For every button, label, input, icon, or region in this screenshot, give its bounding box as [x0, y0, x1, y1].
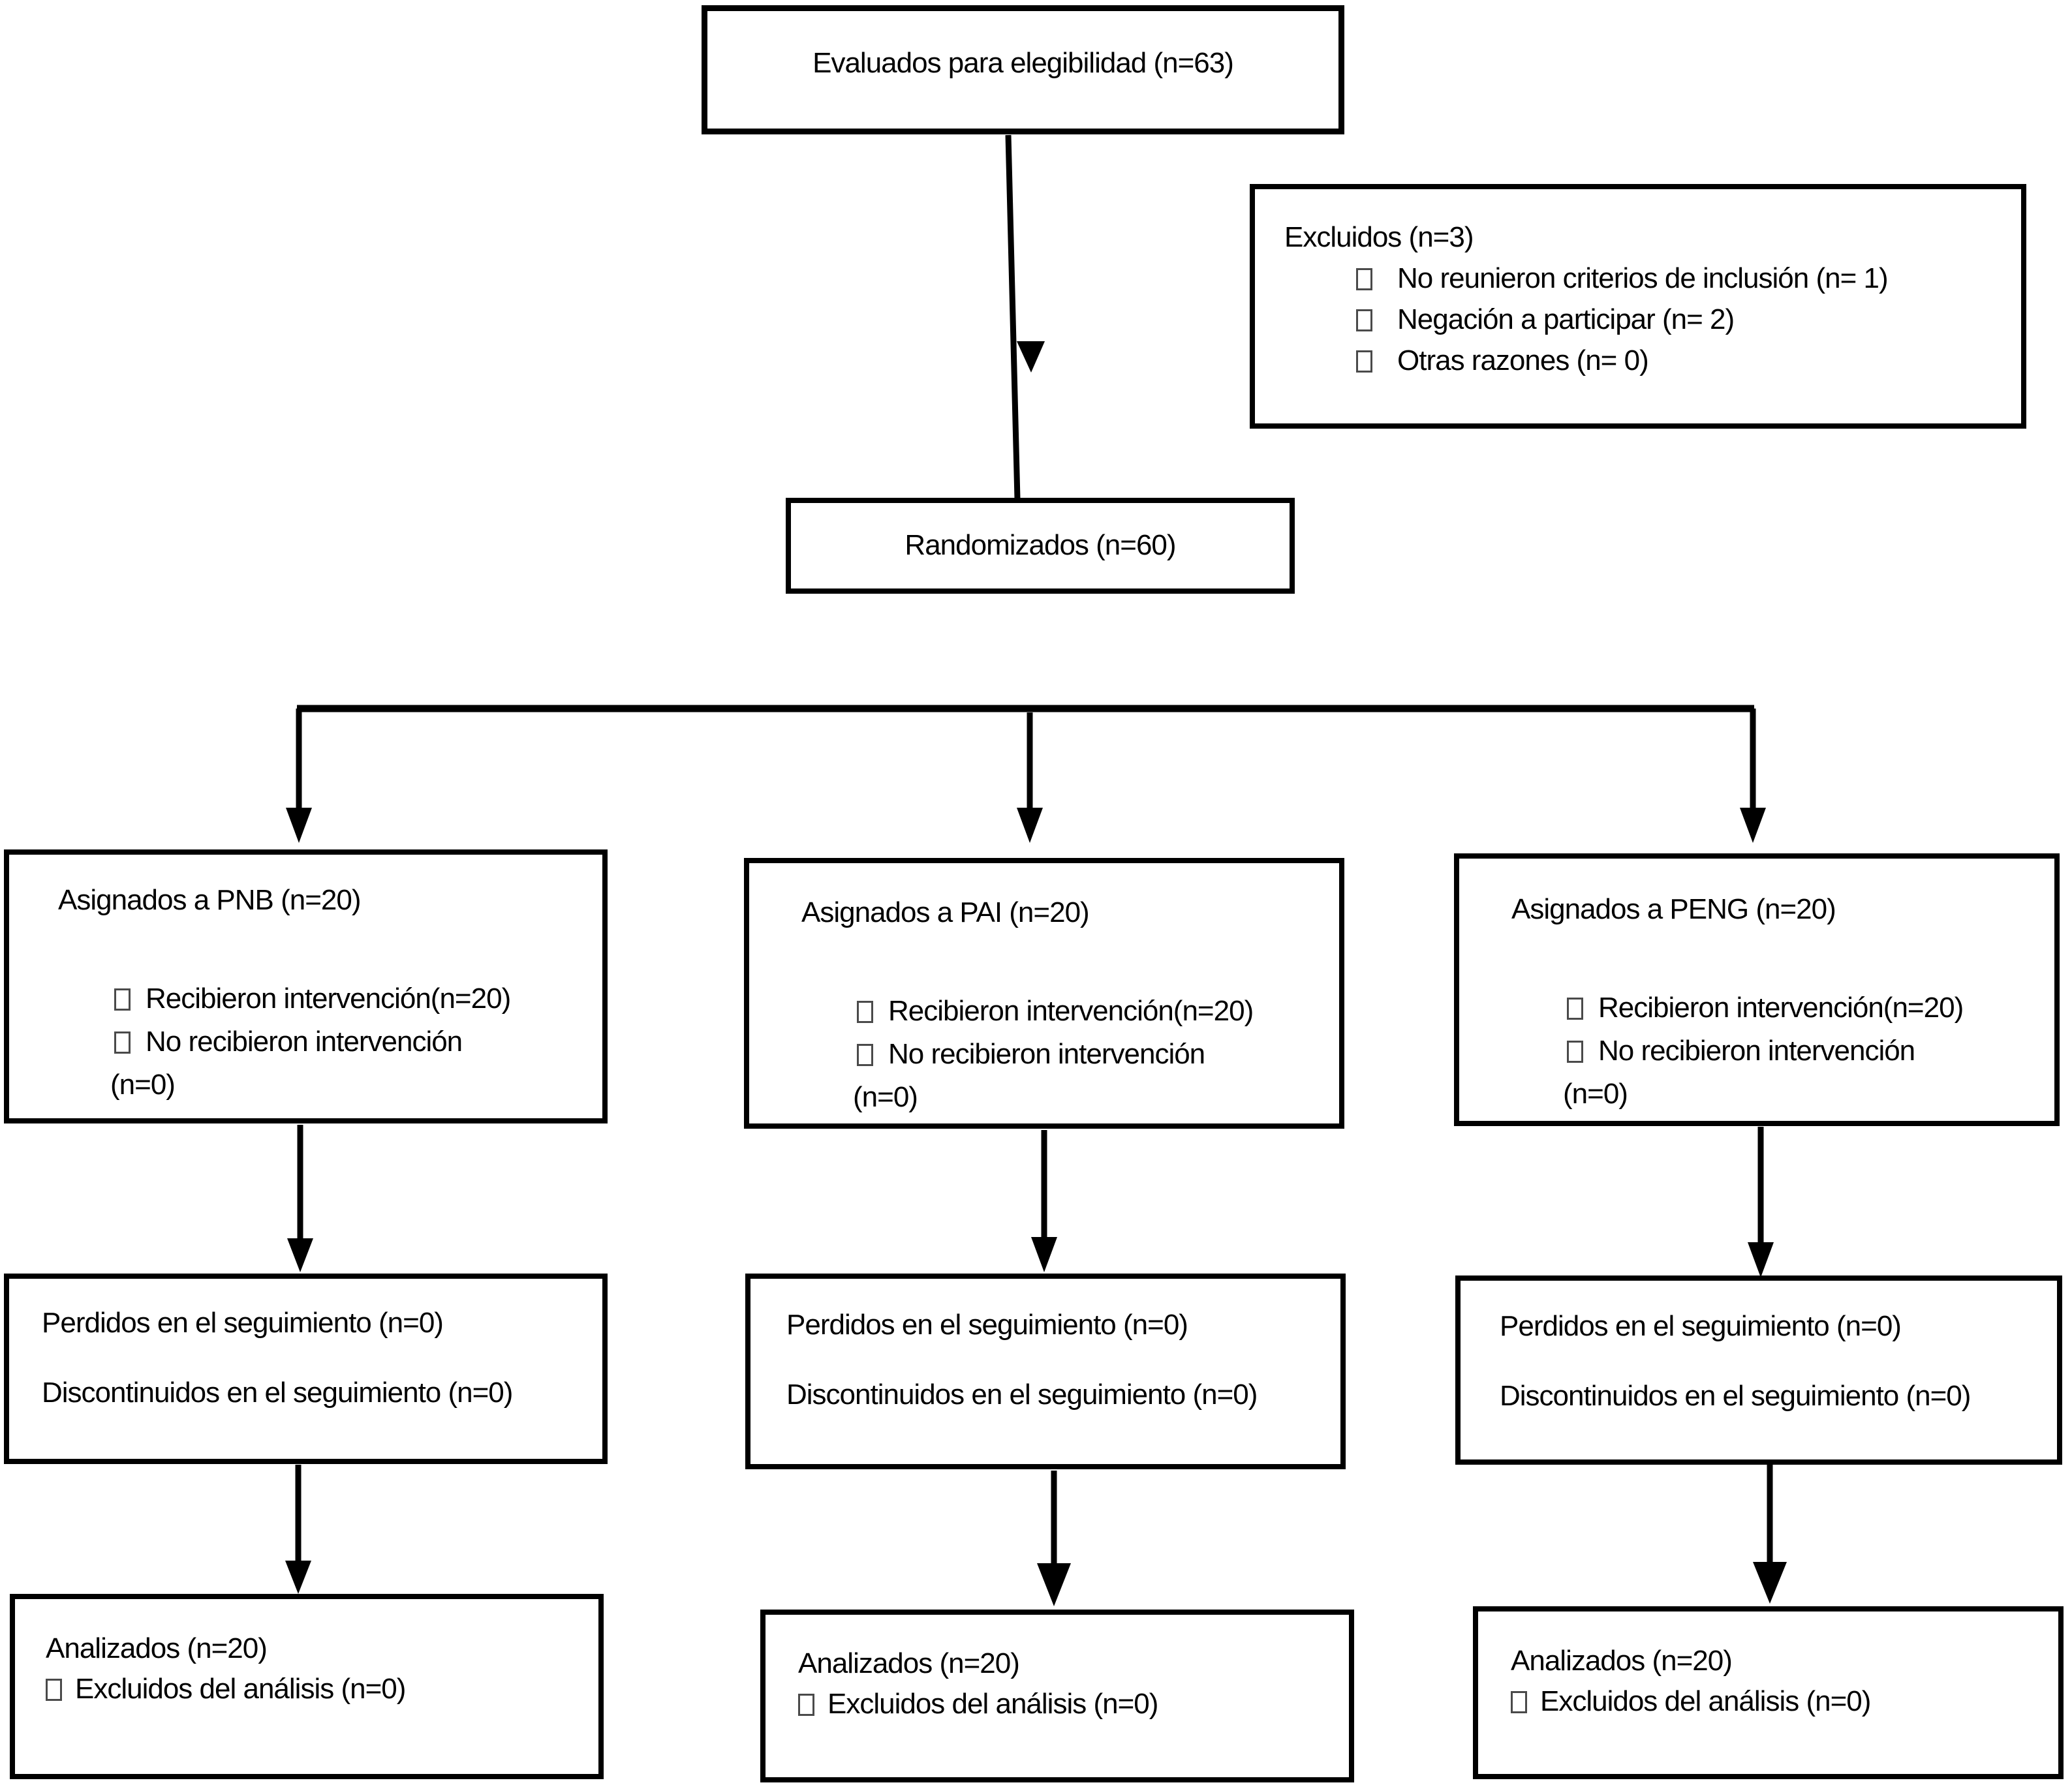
discontinued-label: Discontinuidos en el seguimiento (n=0) [1500, 1380, 1971, 1412]
lost-label: Perdidos en el seguimiento (n=0) [786, 1309, 1188, 1341]
bullet-tofu-icon [857, 1001, 873, 1023]
analyzed-excluded-line: Excluidos del análisis (n=0) [798, 1684, 1340, 1724]
bullet-tofu-icon [46, 1679, 62, 1701]
bullet-tofu-icon [1511, 1691, 1527, 1713]
bullet-tofu-icon [1567, 998, 1583, 1020]
excluded-item-label: Negación a participar (n= 2) [1397, 303, 1735, 335]
assigned-bullet-list: Recibieron intervención(n=20) No recibie… [110, 977, 589, 1107]
arrowhead-branch-right-icon [1740, 808, 1766, 843]
bullet-tofu-icon [1356, 268, 1372, 290]
lost-label: Perdidos en el seguimiento (n=0) [1500, 1310, 1902, 1342]
arrowhead-branch-center-icon [1017, 808, 1043, 843]
assigned-received-line: Recibieron intervención(n=20) [114, 977, 589, 1020]
assigned-box-pai: Asignados a PAI (n=20) Recibieron interv… [744, 858, 1344, 1129]
bullet-tofu-icon [1356, 309, 1372, 331]
not-received-count: (n=0) [1563, 1078, 1628, 1110]
assigned-not-received-line: No recibieron intervención [114, 1020, 589, 1063]
excluded-item-label: No reunieron criterios de inclusión (n= … [1397, 262, 1889, 294]
analyzed-excluded-line: Excluidos del análisis (n=0) [1511, 1681, 2049, 1722]
arrowhead-analyzed-peng-icon [1753, 1562, 1787, 1604]
not-received-count: (n=0) [110, 1069, 176, 1101]
assigned-title: Asignados a PENG (n=20) [1511, 893, 1836, 925]
analyzed-excluded-label: Excluidos del análisis (n=0) [827, 1688, 1158, 1720]
analyzed-label: Analizados (n=20) [798, 1647, 1020, 1679]
excluded-item: No reunieron criterios de inclusión (n= … [1356, 258, 1998, 299]
line-eligibility-to-randomized [1005, 134, 1021, 500]
eligibility-label: Evaluados para elegibilidad (n=63) [812, 47, 1234, 79]
followup-box-pnb: Perdidos en el seguimiento (n=0) Discont… [4, 1274, 608, 1464]
analyzed-box-pnb: Analizados (n=20) Excluidos del análisis… [10, 1594, 604, 1779]
not-received-label: No recibieron intervención [888, 1038, 1205, 1070]
bullet-tofu-icon [1356, 350, 1372, 373]
analyzed-box-pai: Analizados (n=20) Excluidos del análisis… [760, 1610, 1354, 1782]
assigned-received-line: Recibieron intervención(n=20) [857, 990, 1326, 1033]
received-label: Recibieron intervención(n=20) [146, 983, 511, 1015]
arrowhead-branch-left-icon [286, 808, 312, 843]
arrowhead-eligibility-mid-icon [1017, 341, 1045, 373]
assigned-received-line: Recibieron intervención(n=20) [1567, 986, 2041, 1030]
bullet-tofu-icon [1567, 1041, 1583, 1063]
analyzed-label: Analizados (n=20) [46, 1632, 268, 1664]
bullet-tofu-icon [114, 988, 131, 1011]
assigned-not-received-line: No recibieron intervención [1567, 1030, 2041, 1073]
eligibility-box: Evaluados para elegibilidad (n=63) [702, 5, 1344, 134]
not-received-count: (n=0) [853, 1081, 918, 1113]
analyzed-excluded-label: Excluidos del análisis (n=0) [1540, 1685, 1871, 1717]
bullet-tofu-icon [114, 1031, 131, 1054]
assigned-not-received-line: No recibieron intervención [857, 1033, 1326, 1076]
assigned-bullet-list: Recibieron intervención(n=20) No recibie… [1563, 986, 2041, 1116]
followup-box-peng: Perdidos en el seguimiento (n=0) Discont… [1455, 1275, 2062, 1465]
arrowhead-lost-pai-icon [1031, 1237, 1057, 1272]
analyzed-label: Analizados (n=20) [1511, 1645, 1733, 1677]
bullet-tofu-icon [798, 1694, 814, 1716]
received-label: Recibieron intervención(n=20) [1598, 992, 1964, 1024]
assigned-title: Asignados a PAI (n=20) [801, 896, 1090, 928]
excluded-box: Excluidos (n=3) No reunieron criterios d… [1250, 184, 2026, 429]
not-received-label: No recibieron intervención [1598, 1035, 1915, 1067]
not-received-label: No recibieron intervención [146, 1026, 463, 1058]
arrowhead-lost-pnb-icon [287, 1238, 313, 1272]
lost-label: Perdidos en el seguimiento (n=0) [42, 1307, 444, 1339]
discontinued-label: Discontinuidos en el seguimiento (n=0) [786, 1379, 1258, 1411]
assigned-title: Asignados a PNB (n=20) [58, 884, 362, 916]
excluded-title: Excluidos (n=3) [1284, 221, 1474, 253]
arrowhead-analyzed-pai-icon [1037, 1563, 1071, 1606]
arrowhead-analyzed-pnb-icon [285, 1561, 311, 1594]
analyzed-excluded-line: Excluidos del análisis (n=0) [46, 1669, 589, 1709]
assigned-box-pnb: Asignados a PNB (n=20) Recibieron interv… [4, 849, 608, 1123]
discontinued-label: Discontinuidos en el seguimiento (n=0) [42, 1377, 513, 1409]
analyzed-excluded-label: Excluidos del análisis (n=0) [75, 1673, 406, 1705]
excluded-item: Otras razones (n= 0) [1356, 340, 1998, 381]
randomized-box: Randomizados (n=60) [786, 498, 1295, 594]
excluded-item: Negación a participar (n= 2) [1356, 299, 1998, 340]
excluded-item-label: Otras razones (n= 0) [1397, 344, 1649, 376]
assigned-bullet-list: Recibieron intervención(n=20) No recibie… [853, 990, 1326, 1119]
assigned-box-peng: Asignados a PENG (n=20) Recibieron inter… [1454, 853, 2060, 1126]
arrowhead-lost-peng-icon [1748, 1242, 1774, 1277]
bullet-tofu-icon [857, 1044, 873, 1066]
followup-box-pai: Perdidos en el seguimiento (n=0) Discont… [745, 1274, 1346, 1469]
randomized-label: Randomizados (n=60) [905, 529, 1176, 561]
analyzed-box-peng: Analizados (n=20) Excluidos del análisis… [1473, 1606, 2064, 1779]
received-label: Recibieron intervención(n=20) [888, 995, 1254, 1027]
